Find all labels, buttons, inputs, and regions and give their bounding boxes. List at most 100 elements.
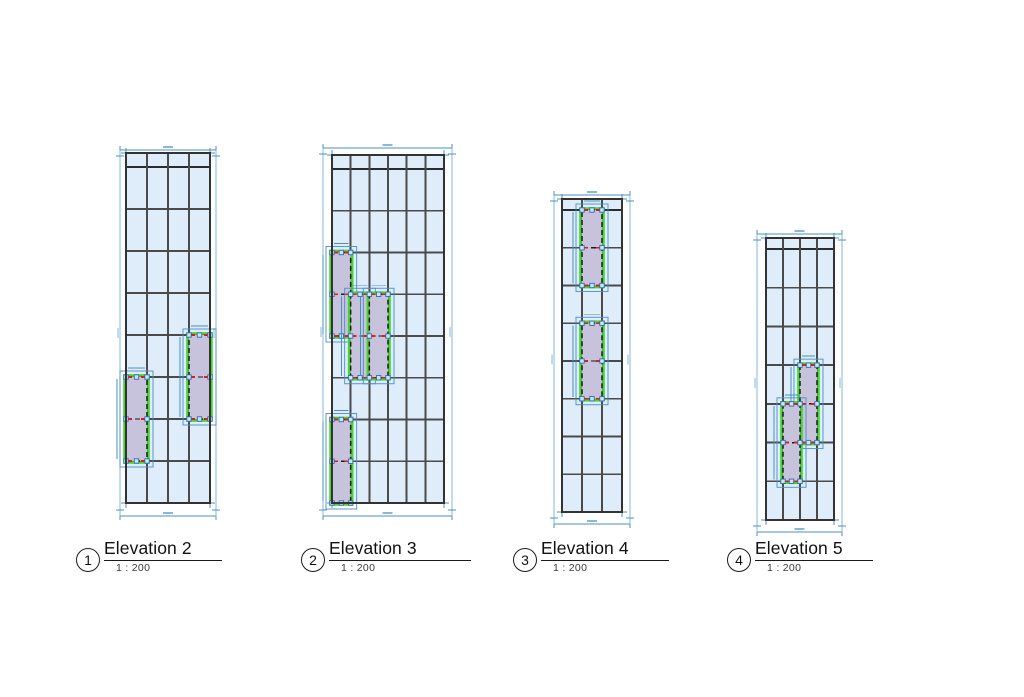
- selection-grip[interactable]: [599, 358, 605, 364]
- elevation-view-1[interactable]: [116, 146, 220, 520]
- selection-grip[interactable]: [780, 478, 786, 484]
- selected-panel-group[interactable]: [322, 410, 358, 510]
- selection-bounding-box[interactable]: [776, 397, 807, 488]
- selection-bounding-box[interactable]: [119, 370, 154, 468]
- selection-grip[interactable]: [805, 439, 812, 446]
- selection-grip[interactable]: [376, 291, 382, 297]
- selection-grip[interactable]: [385, 375, 391, 381]
- view-bubble-number: 1: [84, 552, 92, 568]
- selection-grip[interactable]: [348, 333, 354, 339]
- view-scale: 1 : 200: [767, 562, 802, 574]
- selection-grip[interactable]: [797, 362, 803, 368]
- selection-grip[interactable]: [589, 396, 595, 402]
- selection-grip[interactable]: [589, 282, 595, 289]
- curtain-wall-frame[interactable]: [125, 152, 211, 504]
- selected-panel-fill[interactable]: [783, 403, 800, 482]
- selection-grip[interactable]: [788, 401, 795, 407]
- selected-panel-group[interactable]: [572, 313, 609, 406]
- selection-bounding-box[interactable]: [575, 316, 609, 406]
- selection-grip[interactable]: [366, 375, 372, 381]
- selection-bounding-box[interactable]: [182, 328, 217, 426]
- selected-panel-group[interactable]: [179, 325, 217, 426]
- curtain-wall-frame[interactable]: [561, 198, 623, 513]
- selection-grip[interactable]: [579, 320, 585, 326]
- selection-chrome[interactable]: [773, 394, 807, 488]
- selection-grip[interactable]: [348, 458, 354, 464]
- selection-grip[interactable]: [348, 375, 354, 381]
- selected-panel-group[interactable]: [572, 200, 609, 292]
- selection-grip[interactable]: [805, 362, 812, 368]
- selection-grip[interactable]: [357, 291, 363, 297]
- selection-chrome[interactable]: [572, 313, 609, 406]
- view-bubble-number: 2: [309, 552, 317, 568]
- selection-grip[interactable]: [133, 374, 140, 380]
- selection-grip[interactable]: [385, 333, 391, 339]
- selection-grip[interactable]: [599, 282, 605, 289]
- curtain-wall-frame[interactable]: [765, 237, 835, 521]
- selection-grip[interactable]: [599, 396, 605, 402]
- selection-grip[interactable]: [579, 207, 585, 213]
- selection-grip[interactable]: [348, 416, 354, 423]
- selection-grip[interactable]: [797, 478, 803, 484]
- selected-panel-fill[interactable]: [800, 365, 817, 443]
- selected-panel-group[interactable]: [790, 355, 824, 450]
- selection-grip[interactable]: [579, 396, 585, 402]
- view-bubble[interactable]: 4: [727, 548, 751, 572]
- selection-grip[interactable]: [366, 333, 372, 339]
- selection-grip[interactable]: [814, 401, 820, 407]
- selection-bounding-box[interactable]: [362, 287, 395, 385]
- view-name: Elevation 5: [755, 538, 843, 558]
- selection-grip[interactable]: [186, 332, 192, 338]
- selection-grip[interactable]: [376, 375, 382, 381]
- selection-grip[interactable]: [814, 362, 820, 368]
- selection-grip[interactable]: [186, 416, 192, 422]
- selection-grip[interactable]: [589, 207, 595, 213]
- dimension-group: [753, 230, 846, 536]
- selection-grip[interactable]: [348, 249, 354, 256]
- selection-grip[interactable]: [797, 401, 803, 407]
- elevation-view-3[interactable]: [550, 191, 634, 528]
- selection-grip[interactable]: [797, 439, 803, 446]
- selected-panel-group[interactable]: [116, 367, 154, 468]
- selection-grip[interactable]: [348, 291, 354, 297]
- view-bubble[interactable]: 3: [513, 548, 537, 572]
- selection-grip[interactable]: [814, 439, 820, 446]
- selection-grip[interactable]: [599, 245, 605, 251]
- selection-grip[interactable]: [788, 478, 795, 484]
- selection-grip[interactable]: [589, 320, 595, 326]
- selection-chrome[interactable]: [359, 284, 395, 385]
- view-bubble[interactable]: 1: [76, 548, 100, 572]
- elevation-view-2[interactable]: [319, 144, 456, 520]
- selection-grip[interactable]: [366, 291, 372, 297]
- selection-grip[interactable]: [133, 458, 140, 464]
- view-bubble-number: 4: [735, 552, 743, 568]
- selection-grip[interactable]: [357, 375, 363, 381]
- selection-grip[interactable]: [196, 332, 203, 338]
- selection-grip[interactable]: [186, 374, 192, 380]
- selection-bounding-box[interactable]: [575, 203, 609, 292]
- elevation-view-4[interactable]: [753, 230, 846, 536]
- selection-grip[interactable]: [780, 401, 786, 407]
- selection-grip[interactable]: [599, 320, 605, 326]
- selection-grip[interactable]: [385, 291, 391, 297]
- selected-panel-group[interactable]: [359, 284, 395, 385]
- selection-grip[interactable]: [579, 358, 585, 364]
- selection-grip[interactable]: [338, 249, 344, 256]
- selection-bounding-box[interactable]: [325, 413, 358, 510]
- dimension-group: [550, 191, 634, 528]
- selection-grip[interactable]: [144, 374, 150, 380]
- selection-grip[interactable]: [579, 245, 585, 251]
- selected-panel-group[interactable]: [773, 394, 807, 488]
- selection-grip[interactable]: [196, 416, 203, 422]
- selection-grip[interactable]: [144, 458, 150, 464]
- curtain-wall-frame[interactable]: [331, 154, 445, 504]
- selection-grip[interactable]: [338, 416, 344, 423]
- selection-grip[interactable]: [579, 282, 585, 289]
- selection-grip[interactable]: [144, 416, 150, 422]
- selection-grip[interactable]: [599, 207, 605, 213]
- selection-chrome[interactable]: [572, 200, 609, 292]
- selection-grip[interactable]: [780, 439, 786, 446]
- view-bubble[interactable]: 2: [301, 548, 325, 572]
